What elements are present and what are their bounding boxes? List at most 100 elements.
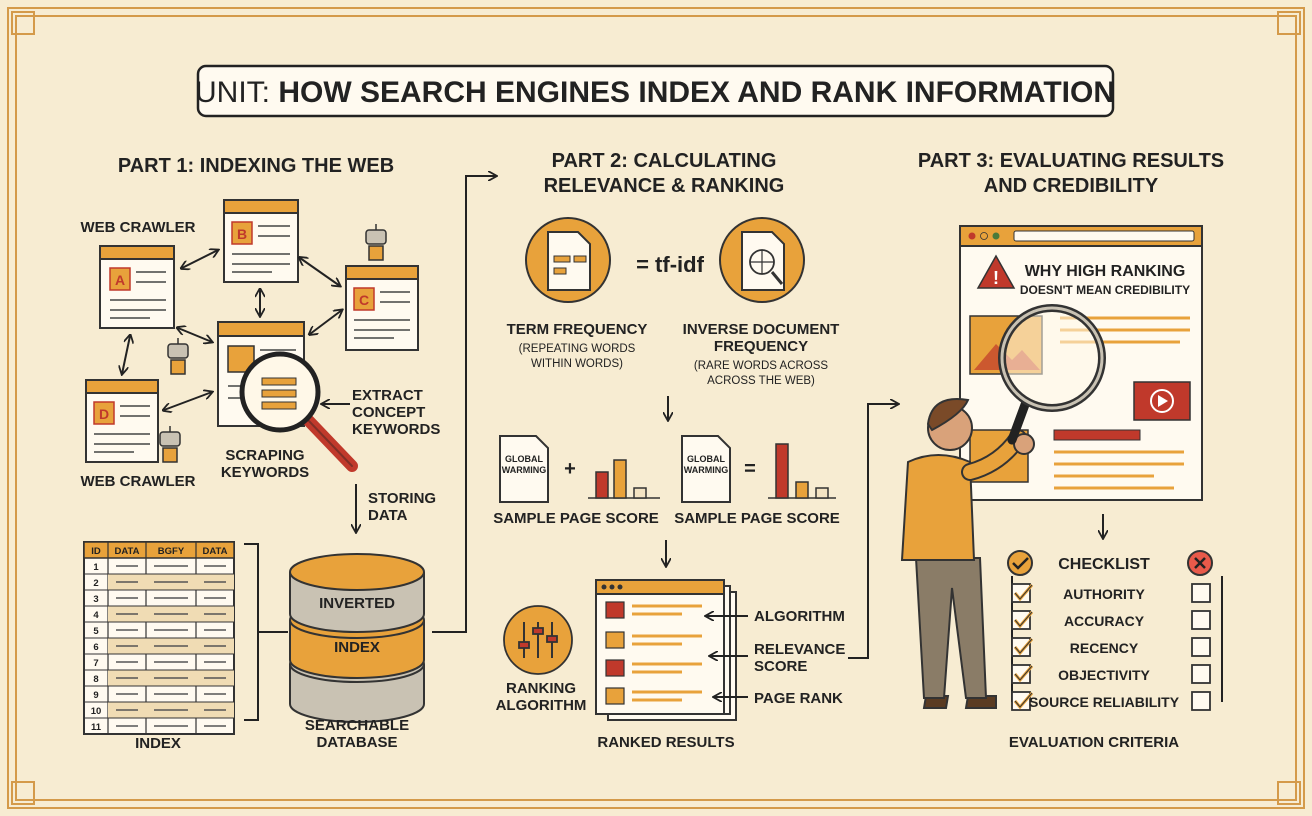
idf-title-2: FREQUENCY [714, 338, 808, 355]
sample-page-score-2: SAMPLE PAGE SCORE [674, 510, 840, 527]
robot-icon [159, 426, 181, 463]
idf-desc-2: ACROSS THE WEB) [707, 375, 815, 387]
index-table-row-id: 1 [93, 562, 99, 573]
index-table-header-cell: DATA [115, 546, 140, 557]
web-page-b: B [223, 199, 299, 283]
term-frequency-title: TERM FREQUENCY [507, 321, 648, 338]
index-table-row-id: 10 [91, 706, 102, 717]
storing-label: STORING DATA [368, 490, 436, 524]
title-main: HOW SEARCH ENGINES INDEX AND RANK INFORM… [278, 76, 1115, 109]
title-prefix: UNIT: [195, 76, 270, 109]
page-letter-c: C [359, 292, 369, 308]
checklist-checkbox-empty [1191, 637, 1211, 657]
part2-heading-line1: PART 2: CALCULATING [552, 150, 777, 172]
ranking-algorithm-icon [503, 605, 573, 675]
index-table-row-id: 7 [93, 658, 98, 669]
web-page-c: C [345, 265, 419, 351]
index-table-row-id: 5 [93, 626, 99, 637]
svg-text:DATABASE: DATABASE [316, 734, 397, 751]
sample-document-1: GLOBAL WARMING [499, 435, 549, 503]
ranking-algorithm-label-1: RANKING [506, 680, 576, 697]
index-table-row-id: 2 [93, 578, 98, 589]
sample-bars-1 [588, 459, 660, 499]
check-icon-outline [1014, 665, 1033, 681]
index-label: INDEX [135, 735, 181, 752]
evaluation-criteria-label: EVALUATION CRITERIA [1009, 734, 1179, 751]
term-frequency-icon [525, 217, 611, 303]
title-banner: UNIT: HOW SEARCH ENGINES INDEX AND RANK … [195, 64, 1115, 118]
check-icon-outline [1014, 584, 1033, 600]
label-relevance-1: RELEVANCE [754, 641, 845, 658]
checklist-checkbox-checked [1011, 691, 1031, 711]
checklist-item-label: ACCURACY [1064, 613, 1145, 629]
check-icon-outline [1014, 638, 1033, 654]
page-letter-a: A [115, 272, 125, 288]
part3-section: PART 3: EVALUATING RESULTS AND CREDIBILI… [900, 150, 1224, 751]
checklist-item-label: SOURCE RELIABILITY [1029, 694, 1180, 710]
svg-text:UNIT: HOW SEARCH ENGINES INDEX: UNIT: HOW SEARCH ENGINES INDEX AND RANK … [195, 76, 1115, 109]
page-letter-b: B [237, 226, 247, 242]
robot-icon [167, 338, 189, 375]
db-label-index: INDEX [334, 639, 380, 656]
part2-heading-line2: RELEVANCE & RANKING [544, 175, 785, 197]
part2-section: PART 2: CALCULATING RELEVANCE & RANKING … [493, 150, 845, 751]
index-table-header-cell: DATA [203, 546, 228, 557]
web-page-d: D [85, 379, 159, 463]
sample-document-2: GLOBAL WARMING [681, 435, 731, 503]
index-table-row-id: 9 [93, 690, 98, 701]
svg-text:GLOBAL: GLOBAL [505, 454, 543, 464]
svg-text:STORING: STORING [368, 490, 436, 507]
checklist-checkbox-checked [1011, 637, 1031, 657]
extract-label: EXTRACT CONCEPT KEYWORDS [352, 387, 440, 438]
ranking-algorithm-label-2: ALGORITHM [496, 697, 587, 714]
checklist-item-label: RECENCY [1070, 640, 1139, 656]
svg-text:KEYWORDS: KEYWORDS [352, 421, 440, 438]
svg-text:SEARCHABLE: SEARCHABLE [305, 717, 409, 734]
term-frequency-desc-1: (REPEATING WORDS [519, 343, 636, 355]
svg-text:WARMING: WARMING [502, 465, 547, 475]
svg-text:SCRAPING: SCRAPING [225, 447, 304, 464]
check-icon-outline [1014, 692, 1033, 708]
term-frequency-desc-2: WITHIN WORDS) [531, 358, 623, 370]
checklist-items: AUTHORITY ACCURACY RECENCY OBJECTIVITY SOURC… [1011, 583, 1211, 711]
large-magnifier-icon [998, 304, 1106, 445]
index-table-header-cell: ID [91, 546, 101, 557]
ranked-results-window [595, 579, 737, 721]
ranked-results-label: RANKED RESULTS [597, 734, 734, 751]
label-algorithm: ALGORITHM [754, 608, 845, 625]
index-table-row-id: 8 [93, 674, 98, 685]
page-letter-d: D [99, 406, 109, 422]
part1-section: PART 1: INDEXING THE WEB WEB CRAWLER WEB… [81, 155, 441, 752]
plus-sign: + [564, 458, 576, 480]
index-table-row-id: 4 [93, 610, 99, 621]
index-table-row-id: 3 [93, 594, 98, 605]
crawler-arrows [122, 250, 350, 410]
idf-globe-icon [719, 217, 805, 303]
part1-heading: PART 1: INDEXING THE WEB [118, 155, 394, 177]
label-pagerank: PAGE RANK [754, 690, 843, 707]
idf-title-1: INVERSE DOCUMENT [683, 321, 840, 338]
checklist-checkbox-checked [1011, 664, 1031, 684]
equals-sign: = [744, 458, 756, 480]
checklist-item-label: AUTHORITY [1063, 586, 1145, 602]
svg-text:EXTRACT: EXTRACT [352, 387, 423, 404]
robot-icon [365, 224, 387, 261]
connector-part2-part3 [848, 404, 898, 659]
connector-part1-part2 [432, 176, 496, 633]
index-table-row-id: 11 [91, 722, 102, 733]
checklist-checkbox-checked [1011, 610, 1031, 630]
checklist-item-label: OBJECTIVITY [1058, 667, 1150, 683]
checklist-checkbox-empty [1191, 583, 1211, 603]
idf-desc-1: (RARE WORDS ACROSS [694, 360, 829, 372]
svg-text:DATA: DATA [368, 507, 408, 524]
svg-text:WARMING: WARMING [684, 465, 729, 475]
checklist-checkbox-empty [1191, 610, 1211, 630]
db-label-inverted: INVERTED [319, 595, 395, 612]
sample-page-score-1: SAMPLE PAGE SCORE [493, 510, 659, 527]
index-table-header-cell: BGFY [158, 546, 185, 557]
tf-idf-formula: = tf-idf [636, 252, 704, 277]
web-crawler-label-top: WEB CRAWLER [81, 219, 196, 236]
